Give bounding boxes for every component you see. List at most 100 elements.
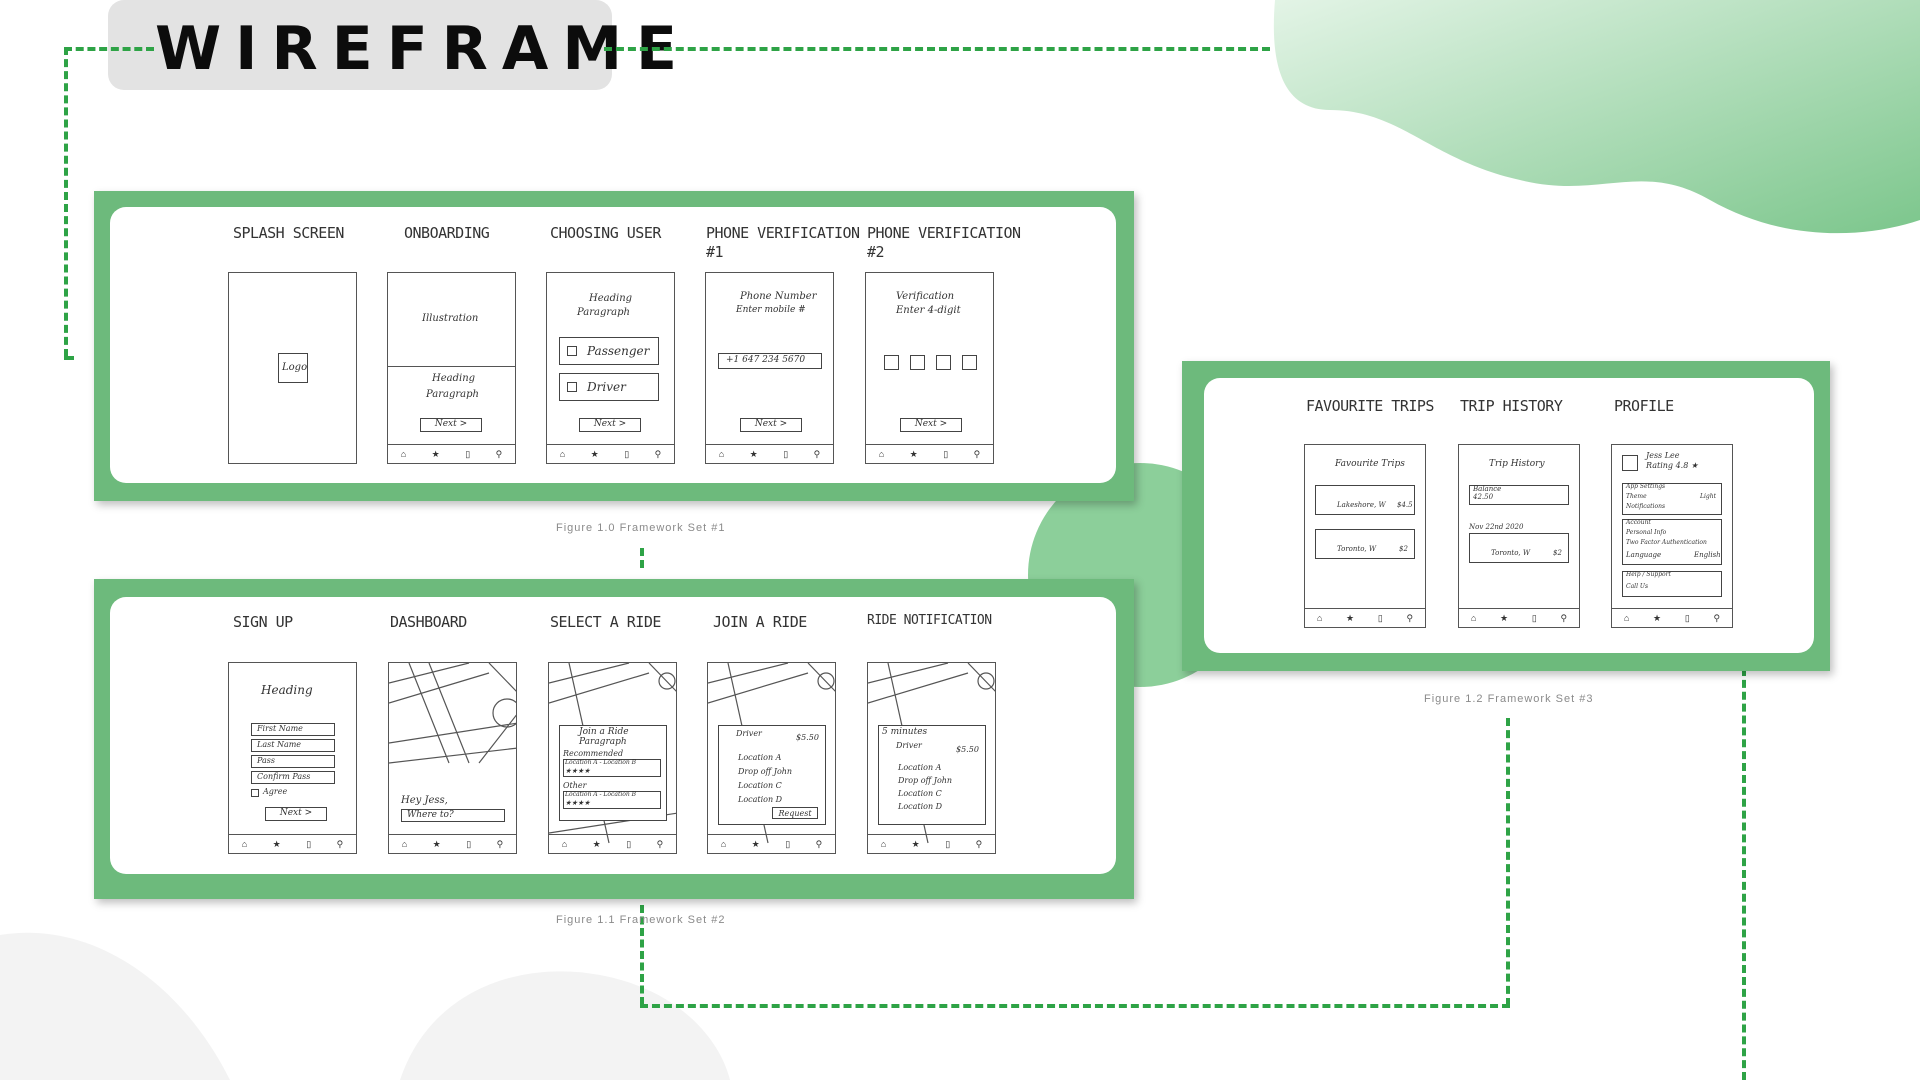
bookmark-icon: ▯	[945, 838, 951, 849]
recommended-ride[interactable]	[563, 759, 661, 777]
home-icon: ⌂	[718, 449, 725, 459]
label-sign-up: SIGN UP	[233, 613, 293, 631]
stop-2: Drop off John	[898, 776, 953, 785]
digit-2[interactable]	[910, 355, 925, 370]
call-us-label: Call Us	[1626, 583, 1649, 590]
favourite-trip-2[interactable]	[1315, 529, 1415, 559]
home-icon: ⌂	[1316, 613, 1323, 623]
phone-input[interactable]	[718, 353, 822, 369]
confirm-password-field[interactable]	[251, 771, 335, 784]
connector-left	[64, 47, 68, 357]
phone-number-text: Phone Number	[740, 291, 817, 302]
connector-set3-up	[1506, 718, 1510, 1006]
agree-checkbox[interactable]	[251, 789, 259, 797]
title-box	[108, 0, 612, 90]
trip-1-price: $4.5	[1397, 501, 1413, 509]
first-name-field[interactable]	[251, 723, 335, 736]
bookmark-icon: ▯	[785, 838, 791, 849]
trip-date: Nov 22nd 2020	[1469, 523, 1524, 531]
password-field[interactable]	[251, 755, 335, 768]
phone-input-value: +1 647 234 5670	[726, 355, 806, 365]
wireframe-choosing-user: Heading Paragraph Passenger Driver Next …	[546, 272, 675, 464]
favourite-trip-1[interactable]	[1315, 485, 1415, 515]
bookmark-icon: ▯	[624, 448, 630, 459]
map-sketch	[708, 663, 835, 844]
driver-label: Driver	[587, 380, 626, 394]
bookmark-icon: ▯	[943, 448, 949, 459]
profile-name: Jess Lee	[1646, 451, 1680, 460]
profile-icon: ⚲	[813, 448, 821, 459]
where-to-input[interactable]	[401, 809, 505, 822]
stop-2: Drop off John	[738, 767, 793, 776]
last-name-field[interactable]	[251, 739, 335, 752]
wireframe-sign-up: Heading First Name Last Name Pass Confir…	[228, 662, 357, 854]
tab-bar: ⌂★▯⚲	[229, 834, 356, 853]
illustration-text: Illustration	[422, 313, 479, 324]
balance-label: Balance	[1473, 485, 1502, 493]
stop-1: Location A	[738, 753, 782, 762]
profile-icon: ⚲	[1406, 612, 1414, 623]
request-button[interactable]: Request	[772, 807, 818, 819]
bookmark-icon: ▯	[1531, 612, 1537, 623]
star-icon: ★	[909, 448, 918, 459]
tab-bar: ⌂★▯⚲	[1612, 608, 1732, 627]
next-button[interactable]: Next >	[265, 807, 327, 821]
app-settings-label: App Settings	[1626, 483, 1666, 490]
next-button[interactable]: Next >	[740, 418, 802, 432]
profile-icon: ⚲	[1713, 612, 1721, 623]
paragraph-text: Paragraph	[426, 389, 479, 400]
wireframe-onboarding: Illustration Heading Paragraph Next > ⌂★…	[387, 272, 516, 464]
help-box[interactable]	[1622, 571, 1722, 597]
other-ride[interactable]	[563, 791, 661, 809]
next-button[interactable]: Next >	[900, 418, 962, 432]
passenger-option[interactable]	[559, 337, 659, 365]
enter-digit-text: Enter 4-digit	[896, 305, 961, 316]
where-to-placeholder: Where to?	[407, 810, 454, 820]
greeting-text: Hey Jess,	[401, 795, 448, 806]
help-support-label: Help / Support	[1626, 571, 1671, 578]
price-text: $5.50	[956, 745, 979, 754]
route-text: Location A - Location B	[565, 759, 637, 766]
label-dashboard: DASHBOARD	[390, 613, 467, 631]
star-icon: ★	[1346, 612, 1355, 623]
home-icon: ⌂	[1623, 613, 1630, 623]
home-icon: ⌂	[559, 449, 566, 459]
stop-1: Location A	[898, 763, 942, 772]
wireframe-favourite-trips: Favourite Trips Lakeshore, W $4.5 Toront…	[1304, 444, 1426, 628]
profile-icon: ⚲	[656, 838, 664, 849]
driver-text: Driver	[896, 741, 922, 750]
trip-history-item[interactable]	[1469, 533, 1569, 563]
connector-set2-bottom	[640, 905, 644, 1005]
tab-bar: ⌂★▯⚲	[708, 834, 835, 853]
account-box[interactable]	[1622, 519, 1722, 565]
heading-text: Join a Ride	[579, 727, 629, 737]
next-button[interactable]: Next >	[579, 418, 641, 432]
heading-text: Heading	[432, 373, 476, 384]
digit-3[interactable]	[936, 355, 951, 370]
tab-bar: ⌂★▯⚲	[1305, 608, 1425, 627]
app-settings-box[interactable]	[1622, 483, 1722, 515]
digit-1[interactable]	[884, 355, 899, 370]
home-icon: ⌂	[241, 839, 248, 849]
profile-icon: ⚲	[654, 448, 662, 459]
connector-right	[1742, 668, 1746, 1080]
wireframe-splash: Logo	[228, 272, 357, 464]
stop-4: Location D	[738, 795, 783, 804]
digit-4[interactable]	[962, 355, 977, 370]
next-button[interactable]: Next >	[420, 418, 482, 432]
page-title: WIREFRAME	[155, 14, 692, 84]
agree-label: Agree	[263, 787, 288, 796]
wireframe-phone-verification-1: Phone Number Enter mobile # +1 647 234 5…	[705, 272, 834, 464]
balance-box	[1469, 485, 1569, 505]
star-icon: ★	[911, 838, 920, 849]
driver-option[interactable]	[559, 373, 659, 401]
trip-2-location: Toronto, W	[1337, 545, 1377, 553]
enter-mobile-text: Enter mobile #	[736, 305, 806, 315]
wireframe-ride-notification: 5 minutes Driver $5.50 Location A Drop o…	[867, 662, 996, 854]
last-name-label: Last Name	[257, 740, 302, 749]
star-icon: ★	[432, 838, 441, 849]
tab-bar: ⌂★▯⚲	[706, 444, 833, 463]
password-label: Pass	[257, 756, 276, 765]
home-icon: ⌂	[878, 449, 885, 459]
star-icon: ★	[751, 838, 760, 849]
